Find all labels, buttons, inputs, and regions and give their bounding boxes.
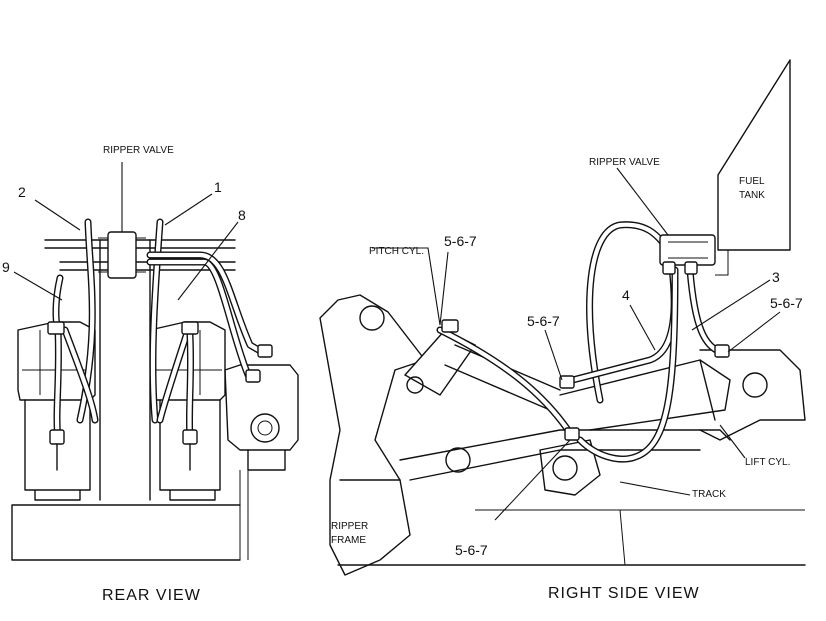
side-hoses [436, 221, 724, 463]
rear-ripper-valve-label: RIPPER VALVE [103, 145, 174, 156]
rear-post [239, 470, 249, 560]
tank-label: TANK [739, 190, 765, 201]
callout-2: 2 [18, 184, 26, 200]
leader-lift-cyl [719, 424, 746, 459]
rear-block-foot [247, 449, 286, 471]
leader-9 [13, 271, 63, 301]
right-housing-base [159, 399, 221, 501]
rear-ripper-valve [107, 231, 137, 279]
frame-pin-top [359, 305, 385, 331]
linkage-pin-mid [552, 455, 578, 481]
side-fittings [441, 261, 730, 441]
leader-567-pitch [439, 251, 449, 326]
ripper-frame [319, 294, 426, 576]
side-view-caption: RIGHT SIDE VIEW [548, 585, 700, 602]
callout-567-pitch: 5-6-7 [444, 233, 477, 249]
linkage-pin-left [445, 447, 471, 473]
leader-pitch-cyl [372, 247, 441, 326]
ripper-frame-label-1: RIPPER [331, 521, 368, 532]
fuel-tank-bracket [715, 250, 729, 276]
rear-pin-inner [257, 420, 273, 436]
side-ripper-valve-label: RIPPER VALVE [589, 157, 660, 168]
leader-3 [691, 279, 771, 331]
fuel-label: FUEL [739, 176, 765, 187]
callout-567-bottom: 5-6-7 [455, 542, 488, 558]
rear-valve-pipes [44, 239, 236, 271]
left-housing-base [24, 399, 91, 501]
callout-1: 1 [214, 179, 222, 195]
leader-8 [177, 221, 239, 301]
rear-view-caption: REAR VIEW [102, 587, 201, 604]
rear-pin-circle [250, 413, 280, 443]
side-ripper-valve [659, 234, 716, 266]
leader-567-bottom [494, 439, 571, 521]
leader-4 [629, 304, 656, 351]
leader-567-mid [544, 329, 563, 381]
callout-567-mid: 5-6-7 [527, 313, 560, 329]
leader-567-right [727, 311, 781, 353]
lift-cylinder [559, 359, 731, 431]
rear-hoses [52, 218, 266, 444]
fuel-tank-outline [717, 59, 791, 251]
side-valve-detail [668, 241, 708, 259]
pitch-cyl-label: PITCH CYL. [369, 246, 424, 257]
callout-4: 4 [622, 287, 630, 303]
callout-3: 3 [772, 269, 780, 285]
callout-9: 9 [2, 259, 10, 275]
rear-center-body [99, 239, 151, 501]
leader-1 [164, 193, 213, 226]
leader-side-valve [616, 167, 669, 236]
side-ground-detail [475, 509, 805, 566]
rear-side-block [224, 364, 299, 451]
rear-fittings [47, 321, 273, 471]
track-label: TRACK [692, 489, 726, 500]
callout-8: 8 [238, 207, 246, 223]
callout-567-right: 5-6-7 [770, 295, 803, 311]
ripper-frame-label-2: FRAME [331, 535, 366, 546]
lift-cyl-label: LIFT CYL. [745, 457, 790, 468]
leader-2 [34, 199, 81, 231]
right-side-view: RIPPER VALVE FUEL TANK PITCH CYL. LIFT C… [319, 59, 806, 602]
right-frame [699, 349, 806, 441]
rear-view: RIPPER VALVE 2 1 8 9 REAR VIEW [2, 145, 299, 604]
right-frame-pin [742, 372, 768, 398]
leader-track [619, 481, 691, 496]
rear-ground [11, 504, 241, 561]
rear-valve-flanges [98, 237, 146, 273]
